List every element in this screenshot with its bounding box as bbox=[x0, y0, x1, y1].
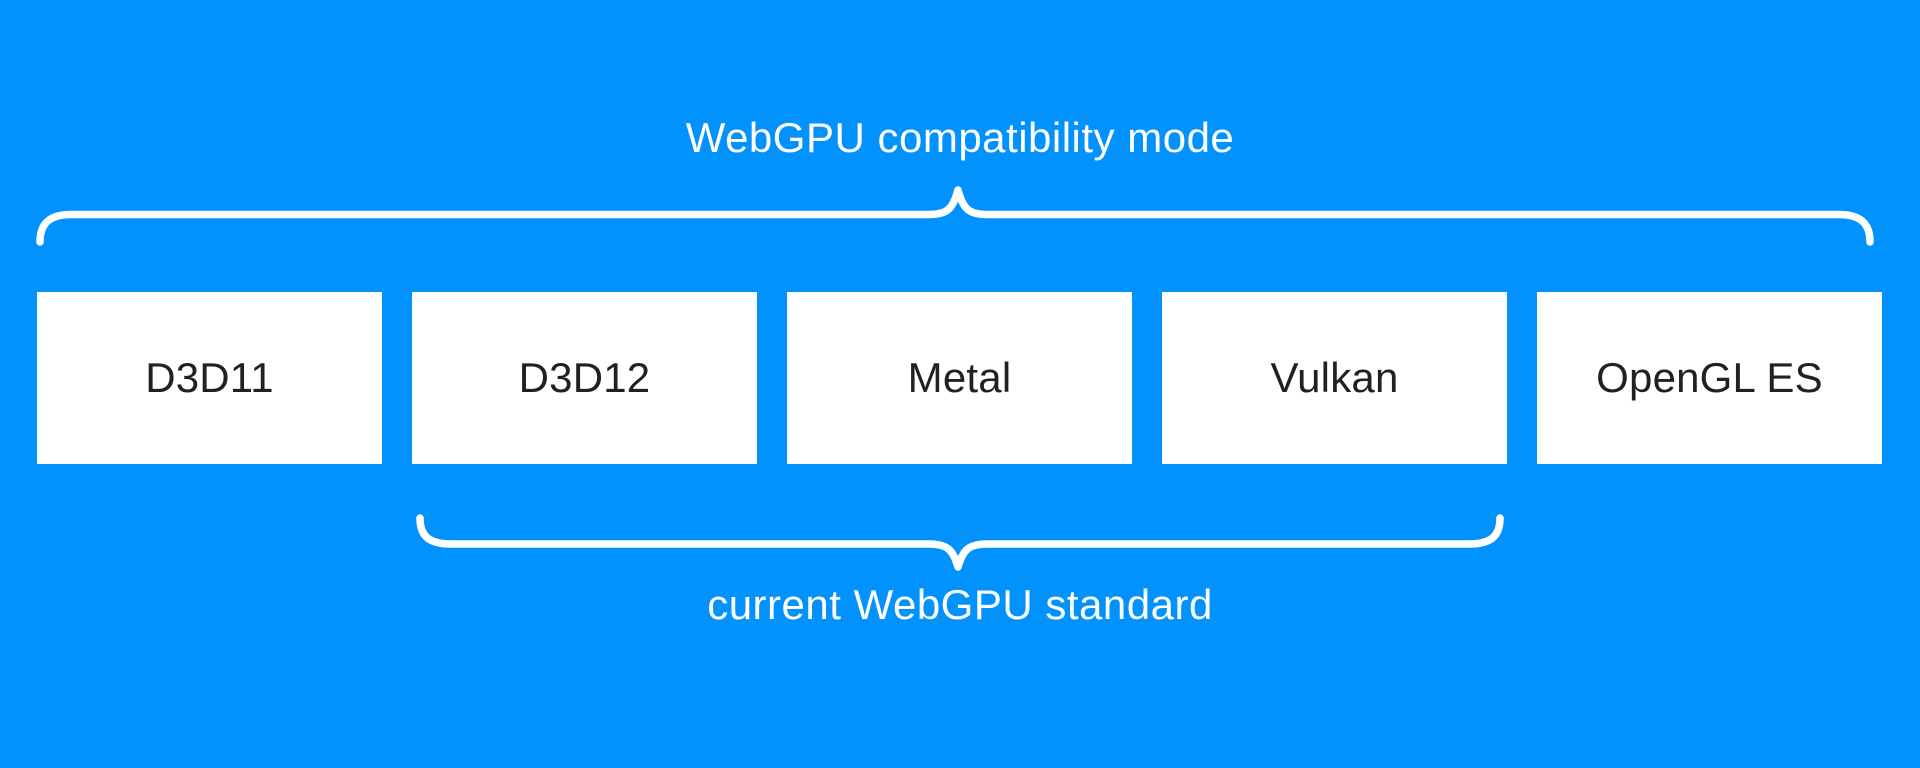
backend-label-d3d12: D3D12 bbox=[518, 354, 651, 401]
backend-box-d3d11: D3D11 bbox=[37, 292, 382, 464]
backend-box-metal: Metal bbox=[787, 292, 1132, 464]
backend-box-opengl-es: OpenGL ES bbox=[1537, 292, 1882, 464]
diagram-title: WebGPU compatibility mode bbox=[685, 114, 1235, 161]
bottom-group-label: current WebGPU standard bbox=[707, 581, 1213, 628]
backend-label-opengl-es: OpenGL ES bbox=[1596, 354, 1823, 401]
backend-label-metal: Metal bbox=[907, 354, 1012, 401]
backend-label-vulkan: Vulkan bbox=[1270, 354, 1399, 401]
backend-box-d3d12: D3D12 bbox=[412, 292, 757, 464]
backend-box-vulkan: Vulkan bbox=[1162, 292, 1507, 464]
bottom-curly-brace bbox=[416, 514, 1504, 571]
top-curly-brace bbox=[36, 186, 1874, 246]
backend-row: D3D11 D3D12 Metal Vulkan OpenGL ES bbox=[37, 292, 1882, 464]
backend-label-d3d11: D3D11 bbox=[145, 354, 274, 401]
